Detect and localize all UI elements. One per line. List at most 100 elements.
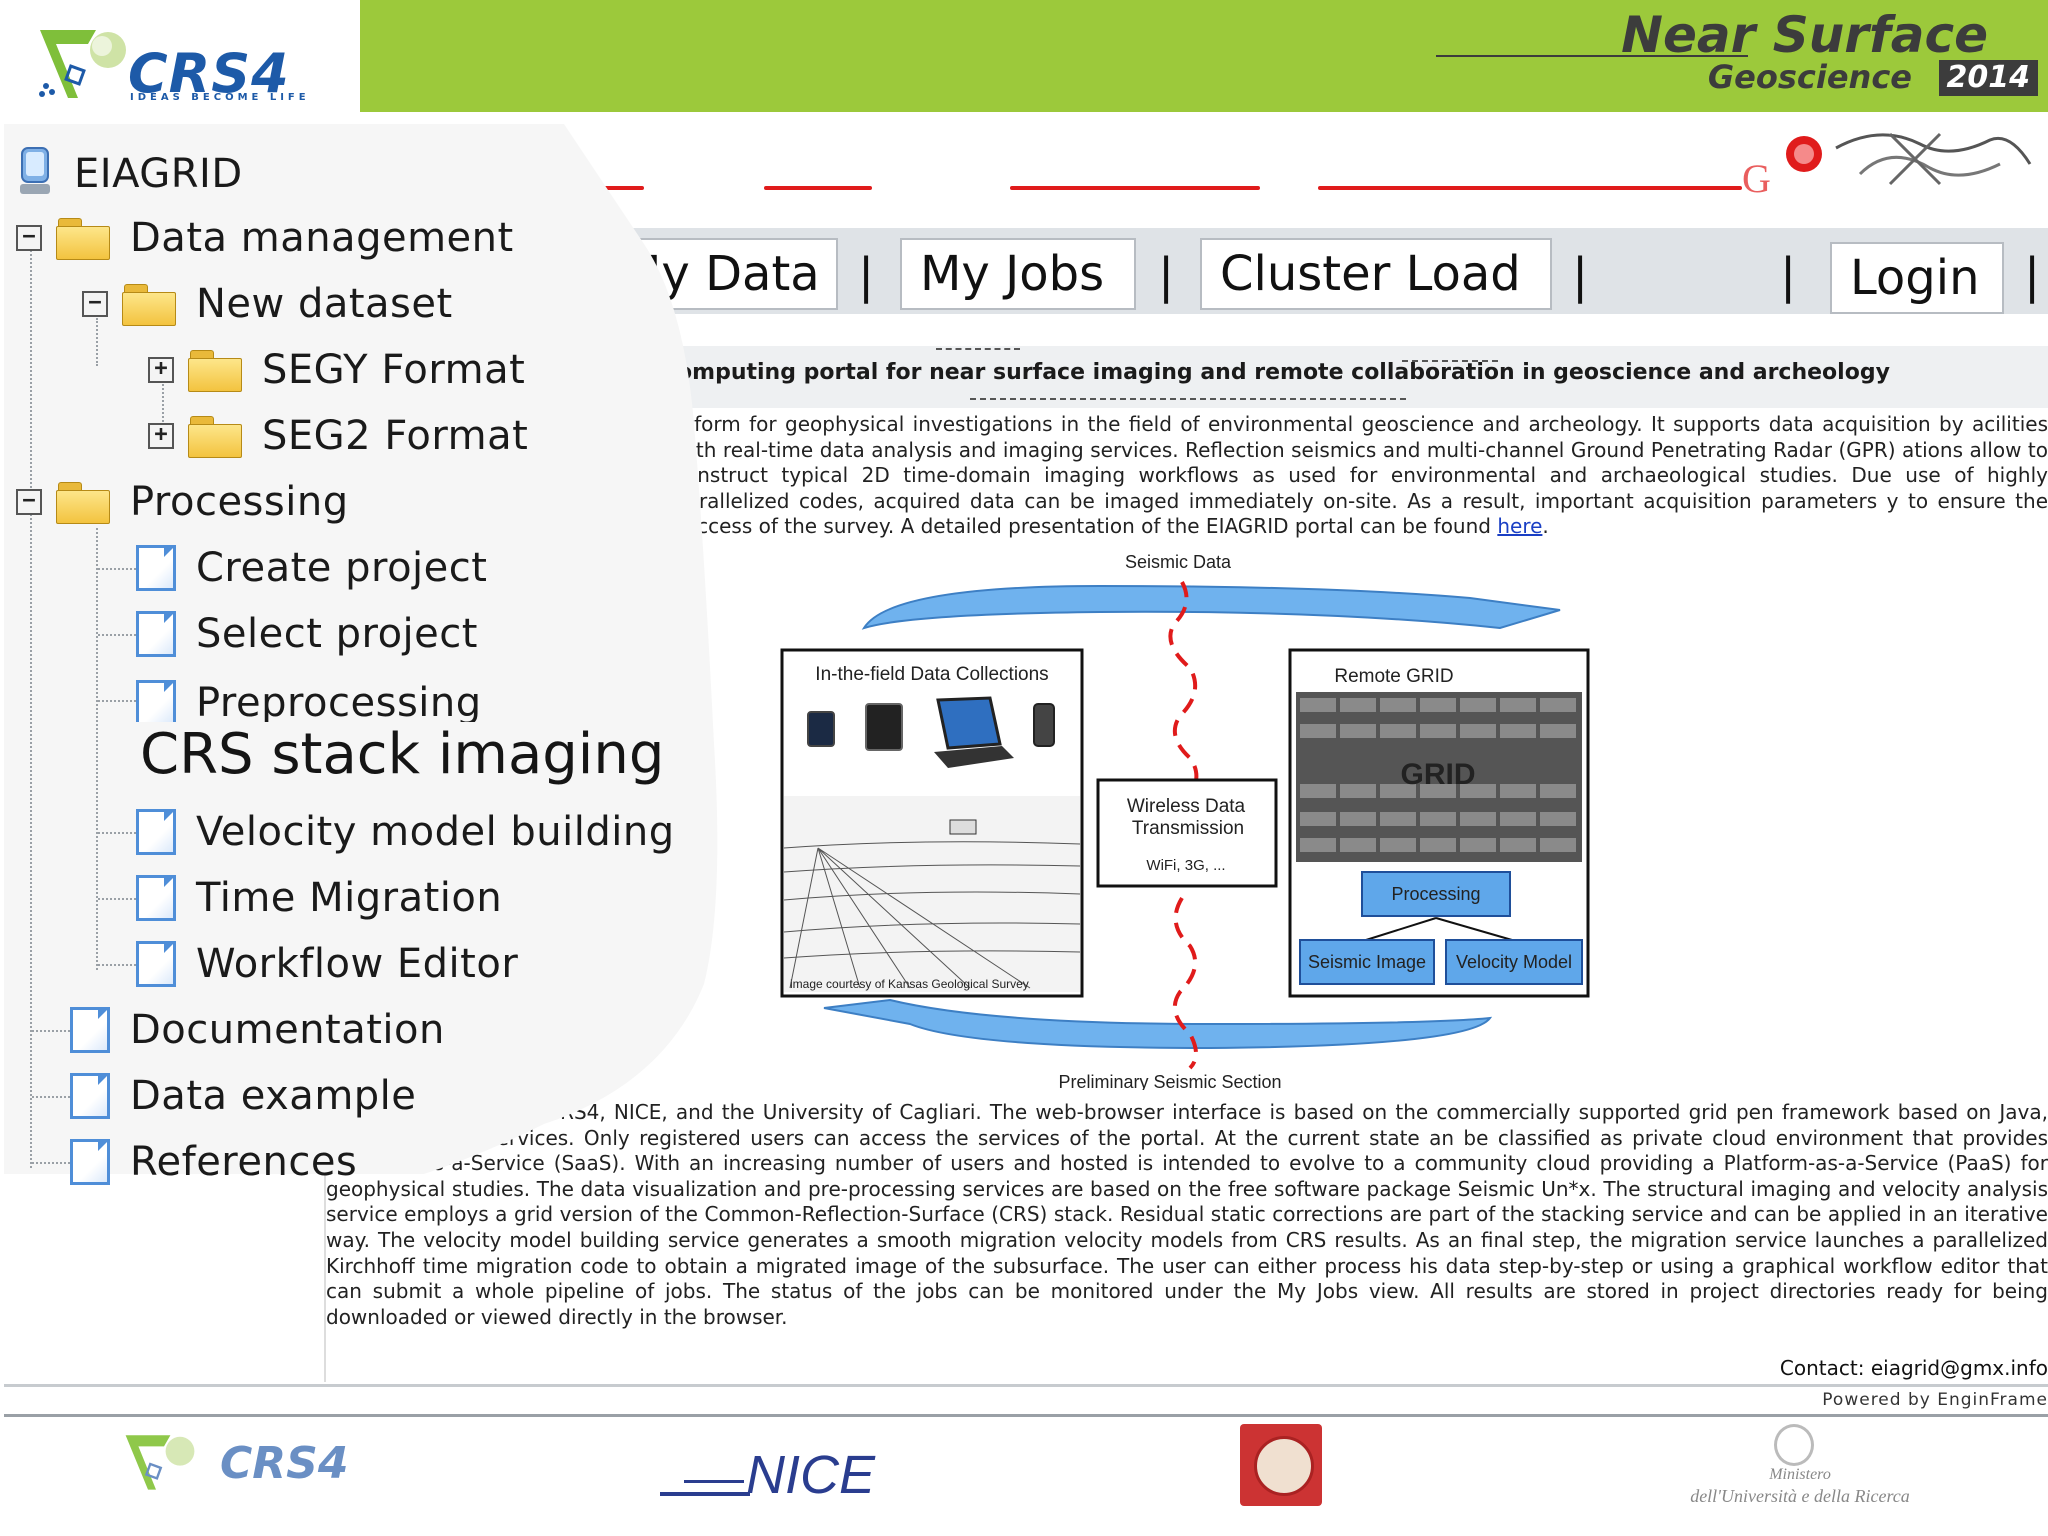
tree-item-create-project[interactable]: Create project — [136, 540, 487, 596]
tree-item-data-example[interactable]: Data example — [70, 1068, 416, 1124]
tree-connector — [96, 318, 98, 366]
subtitle-rule — [1402, 360, 1498, 362]
grid-label: GRID — [1401, 758, 1476, 791]
tree-item-seg2-format[interactable]: + SEG2 Format — [148, 408, 528, 464]
tree-item-label: Select project — [196, 611, 478, 657]
tree-connector — [98, 634, 136, 636]
velocity-model-label: Velocity Model — [1456, 952, 1572, 972]
folder-icon — [188, 414, 242, 458]
expand-icon[interactable]: + — [148, 357, 174, 383]
sidebar-tree-panel — [4, 124, 718, 1174]
tree-item-workflow-editor[interactable]: Workflow Editor — [136, 936, 518, 992]
document-icon — [136, 809, 176, 855]
tree-item-select-project[interactable]: Select project — [136, 606, 478, 662]
wireless-box — [1096, 778, 1278, 888]
conference-title: Near Surface — [1621, 6, 1988, 64]
seismic-data-arrow — [861, 584, 1561, 630]
document-icon — [136, 545, 176, 591]
conference-subtitle: Geoscience — [1707, 58, 1912, 96]
presentation-link[interactable]: here — [1497, 514, 1543, 539]
tree-item-crs-stack-imaging[interactable]: CRS stack imaging — [140, 722, 665, 787]
tree-item-documentation[interactable]: Documentation — [70, 1002, 445, 1058]
truck-icon — [949, 819, 977, 835]
collapse-icon[interactable]: − — [16, 225, 42, 251]
nav-login-button[interactable]: Login — [1830, 242, 2004, 314]
document-icon — [70, 1007, 110, 1053]
ministry-logo[interactable]: Ministero dell'Università e della Ricerc… — [1680, 1424, 1920, 1520]
tree-item-label: Time Migration — [196, 875, 503, 921]
tree-item-references[interactable]: References — [70, 1134, 357, 1190]
survey-cross-section — [784, 796, 1080, 992]
tree-item-label: Velocity model building — [196, 809, 675, 855]
laptop-base — [934, 746, 1014, 768]
expand-icon[interactable]: + — [148, 423, 174, 449]
tree-item-label: Processing — [130, 479, 349, 525]
preliminary-section-arrow — [823, 998, 1493, 1050]
seismic-image-label: Seismic Image — [1308, 952, 1426, 972]
computer-icon — [20, 147, 50, 194]
document-icon — [136, 680, 176, 722]
conference-banner — [360, 0, 2048, 112]
tablet-icon — [807, 711, 835, 747]
wireless-title-line1: Wireless Data — [1127, 796, 1246, 817]
tree-connector — [98, 898, 136, 900]
nav-cluster-load-button[interactable]: Cluster Load — [1200, 238, 1552, 310]
laptop-icon — [936, 696, 1002, 750]
tree-connector — [32, 1162, 70, 1164]
tree-item-preprocessing[interactable]: Preprocessing — [136, 672, 482, 722]
university-cagliari-seal[interactable] — [1240, 1424, 1322, 1506]
footer-crs4-logo[interactable]: CRS4 — [124, 1426, 404, 1506]
emblem-icon — [1774, 1424, 1814, 1466]
tree-item-label: SEGY Format — [262, 347, 526, 393]
tree-item-processing[interactable]: − Processing — [16, 474, 349, 530]
folder-open-icon — [122, 282, 176, 326]
document-icon — [136, 611, 176, 657]
portal-subtitle: computing portal for near surface imagin… — [664, 360, 1890, 385]
survey-layers — [783, 841, 1081, 989]
grid-cluster-image — [1296, 692, 1582, 862]
processing-box — [1361, 871, 1511, 917]
seismic-image-box — [1299, 939, 1435, 985]
tree-item-new-dataset[interactable]: − New dataset — [82, 276, 453, 332]
tree-item-time-migration[interactable]: Time Migration — [136, 870, 502, 926]
remote-grid-title: Remote GRID — [1334, 666, 1453, 687]
subtitle-rule — [970, 398, 1406, 400]
tree-item-label: Data example — [130, 1073, 417, 1119]
wireless-subtitle: WiFi, 3G, ... — [1146, 857, 1225, 874]
document-icon — [136, 941, 176, 987]
crs4-tagline: IDEAS BECOME LIFE — [130, 92, 310, 103]
crs4-logo-text: CRS4 — [128, 42, 290, 105]
document-icon — [70, 1139, 110, 1185]
seismic-data-label: Seismic Data — [1125, 552, 1232, 572]
tree-connector — [98, 964, 136, 966]
document-icon — [136, 875, 176, 921]
tree-item-label: Workflow Editor — [196, 941, 519, 987]
grid-rack-cells — [1300, 698, 1576, 852]
intro-text-end: . — [1542, 514, 1549, 539]
wireless-link — [1168, 581, 1199, 1070]
collapse-icon[interactable]: − — [82, 291, 108, 317]
description-paragraph: nder collaboration of CRS4, NICE, and th… — [326, 1100, 2048, 1329]
tree-item-data-management[interactable]: − Data management — [16, 210, 514, 266]
divider — [4, 1384, 2048, 1387]
tree-root-label: EIAGRID — [74, 151, 243, 197]
tree-item-segy-format[interactable]: + SEGY Format — [148, 342, 525, 398]
nav-separator: | — [2024, 248, 2041, 304]
crs4-logo[interactable]: CRS4 IDEAS BECOME LIFE — [0, 0, 360, 112]
tree-connector — [162, 384, 164, 434]
preliminary-section-label: Preliminary Seismic Section — [1058, 1072, 1281, 1090]
subtitle-rule — [936, 348, 1020, 350]
grid-italia-logo: G — [1742, 132, 2032, 198]
seal-icon — [1254, 1436, 1314, 1496]
folder-open-icon — [56, 480, 110, 524]
red-line-segment — [590, 186, 644, 190]
nav-my-jobs-button[interactable]: My Jobs — [900, 238, 1136, 310]
tree-item-label: Create project — [196, 545, 488, 591]
tree-connector — [98, 832, 136, 834]
red-line-segment — [1318, 186, 1742, 190]
collapse-icon[interactable]: − — [16, 489, 42, 515]
tree-item-label: Preprocessing — [196, 680, 482, 722]
footer-nice-logo[interactable]: NICE — [660, 1440, 890, 1520]
tree-item-velocity-model-building[interactable]: Velocity model building — [136, 804, 675, 860]
tree-root-eiagrid[interactable]: EIAGRID — [54, 146, 243, 202]
